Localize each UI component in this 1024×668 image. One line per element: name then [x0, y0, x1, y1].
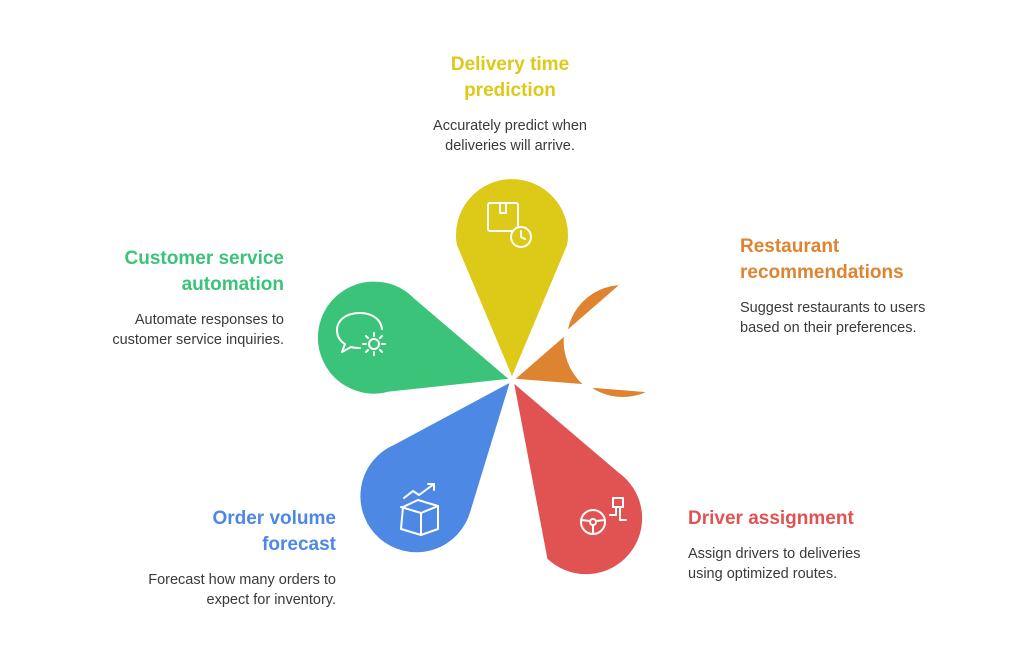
desc-restaurant-line: Suggest restaurants to users [740, 300, 926, 316]
desc-driver-line: Assign drivers to deliveries [688, 546, 861, 562]
title-order-line: Order volume [212, 508, 336, 529]
desc-restaurant: Suggest restaurants to users based on th… [740, 298, 1000, 338]
petal-driver [509, 376, 646, 578]
desc-customer: Automate responses to customer service i… [40, 310, 284, 350]
label-customer: Customer service automation Automate res… [40, 246, 284, 350]
title-driver: Driver assignment [688, 506, 948, 532]
title-customer: Customer service automation [40, 246, 284, 298]
steering-wheel-route-icon [580, 497, 627, 535]
petal-customer [314, 278, 516, 397]
desc-order: Forecast how many orders to expect for i… [80, 570, 336, 610]
stars-cloche-icon [636, 308, 684, 357]
title-order-line: forecast [262, 534, 336, 555]
petal-restaurant-shape [508, 281, 657, 400]
petal-customer-shape [314, 278, 516, 397]
title-restaurant-line: Restaurant [740, 236, 840, 257]
desc-customer-line: Automate responses to [134, 312, 284, 328]
petal-driver-shape [509, 376, 646, 578]
petal-order [357, 376, 515, 556]
desc-delivery: Accurately predict when deliveries will … [395, 116, 625, 156]
title-restaurant-line: recommendations [740, 262, 904, 283]
petal-delivery-shape [453, 176, 571, 384]
package-clock-icon [487, 202, 532, 248]
box-trend-icon [400, 483, 439, 536]
desc-order-line: Forecast how many orders to [148, 572, 336, 588]
petal-delivery [453, 176, 571, 384]
chat-gear-icon [336, 312, 386, 356]
title-customer-line: Customer service [124, 248, 284, 269]
desc-customer-line: customer service inquiries. [112, 332, 284, 348]
petal-order-shape [357, 376, 515, 556]
title-customer-line: automation [181, 274, 284, 295]
label-delivery: Delivery time prediction Accurately pred… [395, 52, 625, 156]
title-delivery-line: Delivery time [450, 54, 570, 75]
desc-restaurant-line: based on their preferences. [740, 320, 917, 336]
petal-restaurant [508, 281, 684, 400]
title-driver-line: Driver assignment [688, 508, 854, 529]
label-restaurant: Restaurant recommendations Suggest resta… [740, 234, 1000, 338]
title-order: Order volume forecast [80, 506, 336, 558]
title-restaurant: Restaurant recommendations [740, 234, 1000, 286]
label-order: Order volume forecast Forecast how many … [80, 506, 336, 610]
desc-delivery-line: deliveries will arrive. [445, 138, 575, 154]
desc-order-line: expect for inventory. [206, 592, 337, 608]
desc-driver-line: using optimized routes. [688, 566, 838, 582]
label-driver: Driver assignment Assign drivers to deli… [688, 506, 948, 584]
title-delivery: Delivery time prediction [395, 52, 625, 104]
desc-delivery-line: Accurately predict when [433, 118, 587, 134]
title-delivery-line: prediction [464, 80, 556, 101]
desc-driver: Assign drivers to deliveries using optim… [688, 544, 948, 584]
